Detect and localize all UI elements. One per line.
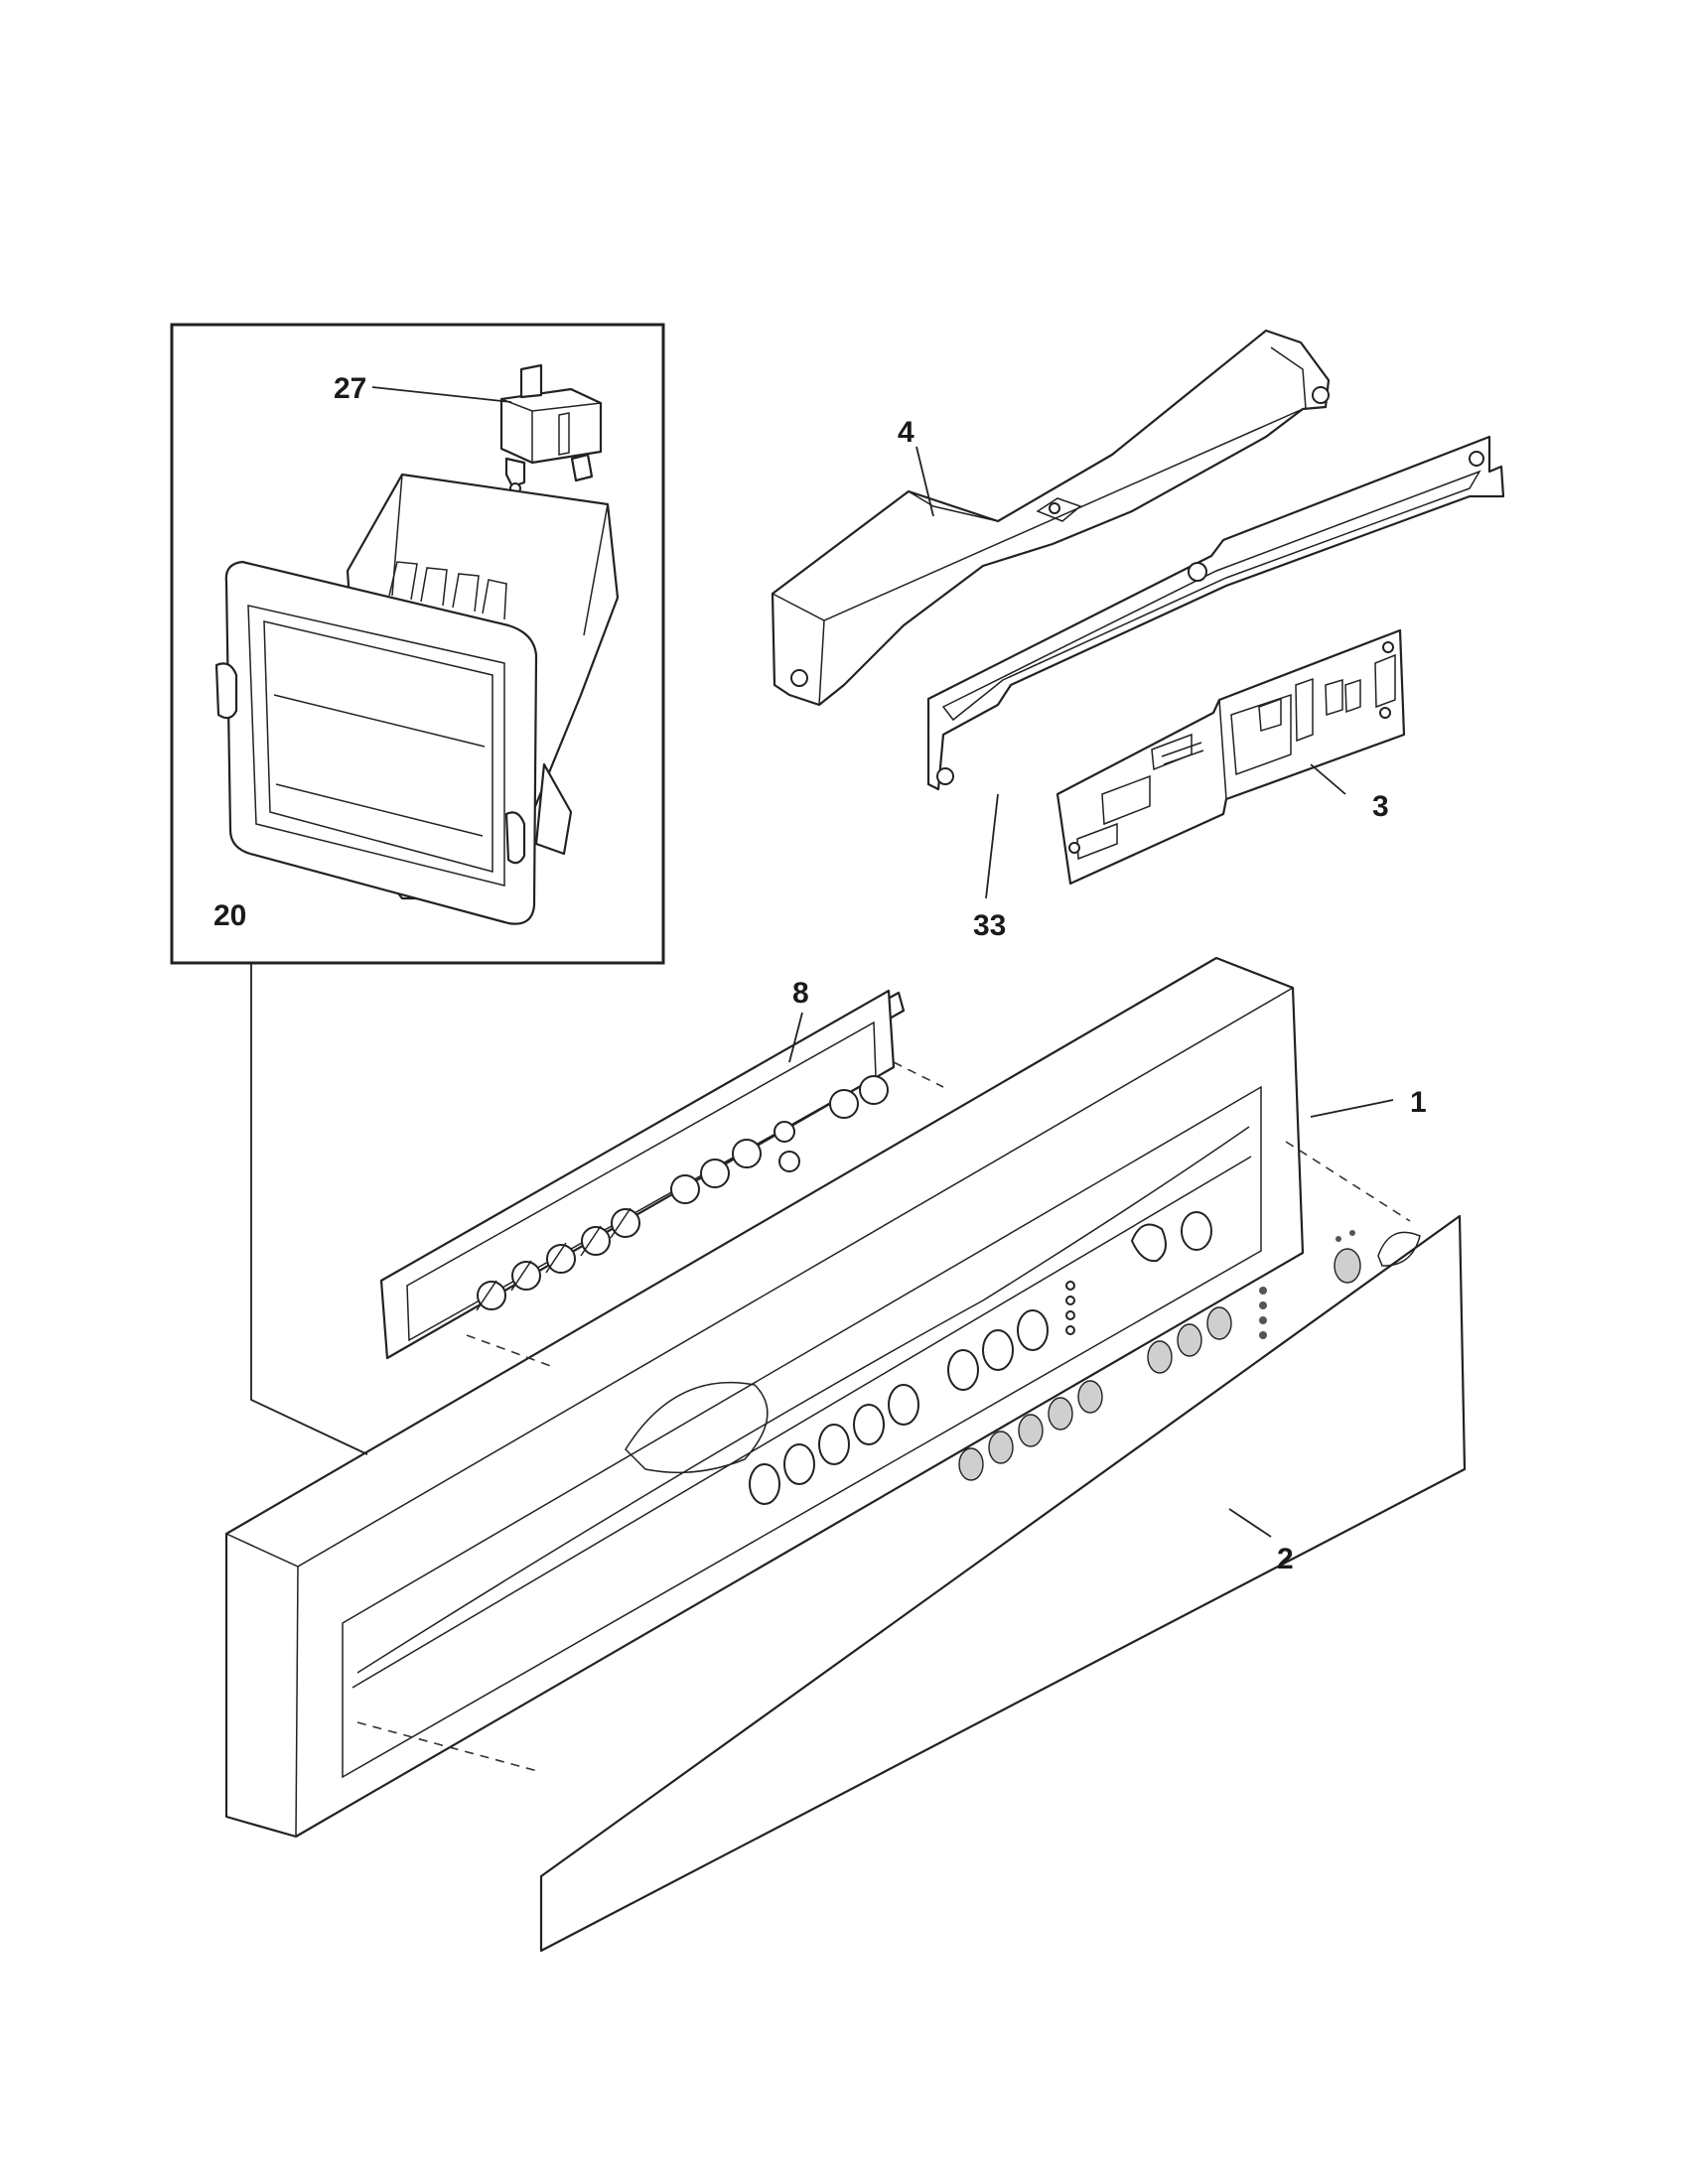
callout-33: 33: [973, 909, 1006, 942]
callout-8: 8: [792, 977, 809, 1010]
dashed-guides: [356, 1061, 1411, 1773]
part-2-overlay[interactable]: [539, 1214, 1467, 1953]
part-8-button-carrier[interactable]: [379, 989, 906, 1360]
callout-3: 3: [1372, 790, 1389, 823]
callout-2: 2: [1277, 1543, 1294, 1575]
part-4-control-housing[interactable]: [771, 329, 1331, 707]
part-1-console[interactable]: [224, 956, 1305, 1839]
part-3-circuit-board[interactable]: [1055, 628, 1406, 886]
callout-1: 1: [1410, 1086, 1427, 1119]
callout-4: 4: [898, 416, 914, 449]
callout-20: 20: [213, 899, 246, 932]
callout-27: 27: [334, 372, 366, 405]
inset-connector-line: [250, 963, 368, 1455]
leader-lines: [371, 386, 1394, 1538]
inset-box: [170, 323, 665, 965]
part-27-switch[interactable]: [499, 363, 603, 494]
part-20-dispenser[interactable]: [214, 473, 620, 925]
part-33-gasket[interactable]: [926, 435, 1505, 791]
